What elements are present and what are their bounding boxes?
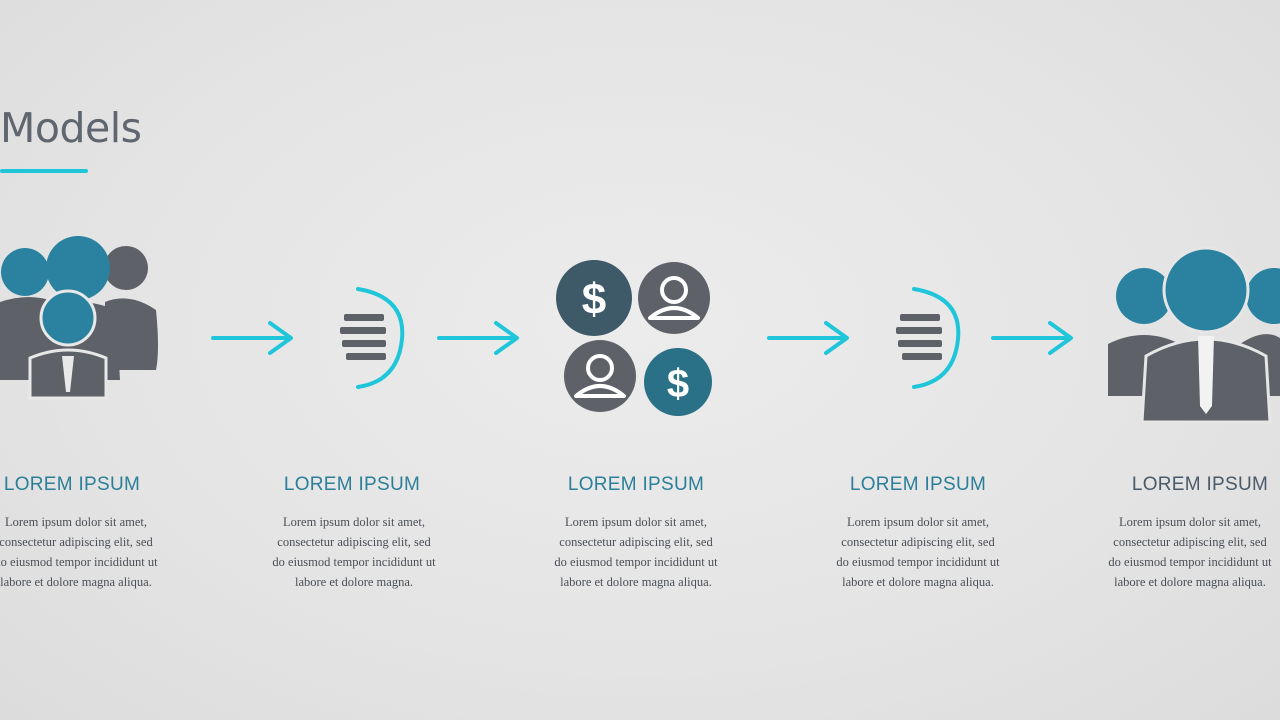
arrow-right-icon bbox=[437, 321, 519, 355]
speed-motion-icon bbox=[896, 287, 961, 389]
step-heading: LOREM IPSUM bbox=[849, 474, 987, 495]
arrow-right-icon bbox=[767, 321, 849, 355]
step-heading: LOREM IPSUM bbox=[567, 474, 705, 495]
step-description: Lorem ipsum dolor sit amet, consectetur … bbox=[0, 515, 158, 589]
team-group-icon bbox=[0, 236, 158, 400]
step-heading: LOREM IPSUM bbox=[283, 474, 421, 495]
dollar-people-exchange-icon: $ $ bbox=[556, 260, 712, 416]
page-title: Models bbox=[0, 104, 142, 152]
step-description: Lorem ipsum dolor sit amet, consectetur … bbox=[836, 515, 1000, 589]
title-underline bbox=[0, 169, 88, 173]
speed-motion-icon bbox=[340, 287, 405, 389]
arrow-right-icon bbox=[211, 321, 293, 355]
step-heading: LOREM IPSUM bbox=[3, 474, 141, 495]
step-description: Lorem ipsum dolor sit amet, consectetur … bbox=[1108, 515, 1272, 589]
svg-text:$: $ bbox=[667, 362, 689, 406]
svg-text:$: $ bbox=[582, 275, 606, 324]
businessman-team-icon bbox=[1108, 246, 1280, 424]
step-heading: LOREM IPSUM bbox=[1131, 474, 1269, 495]
arrow-right-icon bbox=[991, 321, 1073, 355]
step-description: Lorem ipsum dolor sit amet, consectetur … bbox=[272, 515, 436, 589]
step-description: Lorem ipsum dolor sit amet, consectetur … bbox=[554, 515, 718, 589]
